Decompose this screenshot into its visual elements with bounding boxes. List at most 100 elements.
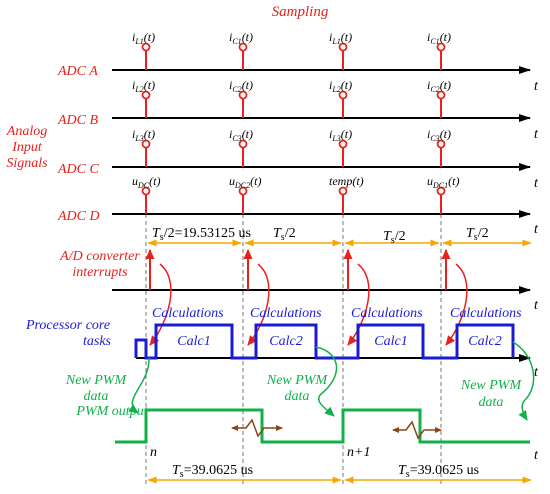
calculations-labels: Calculations Calculations Calculations C…: [152, 306, 522, 321]
axis-t-label: t: [534, 176, 539, 191]
axis-t-label: t: [534, 127, 539, 142]
period-rest: /2: [395, 229, 406, 244]
axis-t-labels: t t t t t t t: [534, 79, 539, 463]
new-pwm-label-2: New PWM: [266, 373, 329, 388]
sample-head: [238, 90, 248, 100]
sample-label-base: i: [229, 127, 232, 141]
half-period-label-4: Ts/2: [466, 226, 489, 243]
sample-label-arg: (t): [440, 127, 451, 141]
sample-label-sub: DC2: [234, 181, 250, 190]
period-symbol: T: [152, 226, 161, 241]
period-symbol: T: [398, 463, 407, 478]
sample-label-sub: C3: [232, 134, 241, 143]
processor-tasks-trace: [134, 323, 515, 360]
axis-t-label: t: [534, 365, 539, 380]
sample-head: [436, 186, 446, 196]
sample-head: [436, 139, 446, 149]
sample-stems: [141, 42, 446, 214]
sample-guide-lines: [145, 214, 442, 485]
sample-label: uDC2(t): [229, 174, 261, 190]
sample-head: [238, 42, 248, 52]
interrupt-curve-4: [445, 263, 468, 346]
sample-label-base: i: [229, 78, 232, 92]
axis-t-label: t: [534, 79, 539, 94]
label-pwm-output: PWM output: [75, 404, 148, 419]
sample-label-sub: C1: [430, 37, 439, 46]
sample-label-base: u: [132, 174, 138, 188]
sample-label: iC3(t): [229, 127, 253, 143]
half-period-label-first: Ts/2=19.53125 us: [152, 226, 251, 243]
new-pwm-labels: New PWM data New PWM data New PWM data: [65, 373, 523, 410]
period-index-labels: n n+1: [150, 445, 370, 460]
sample-head: [238, 139, 248, 149]
sample-head: [338, 90, 348, 100]
row-labels-blue: Processor core tasks: [25, 318, 112, 349]
task-calc2: Calc2: [468, 334, 501, 349]
sample-label-sub: L1: [134, 37, 143, 46]
calculations-label-3: Calculations: [351, 306, 423, 321]
sample-label-sub: C2: [232, 85, 241, 94]
period-rest: =39.0625 us: [410, 463, 479, 478]
new-pwm-data-1: data: [84, 389, 109, 404]
jitter-arrow-2: [392, 420, 442, 440]
label-proc-1: Processor core: [25, 318, 110, 333]
sample-label: iL1(t): [329, 30, 352, 46]
sample-label-arg: (t): [250, 174, 261, 188]
period-symbol: T: [466, 226, 475, 241]
sample-label-arg: (t): [242, 78, 253, 92]
sample-label-arg: (t): [144, 127, 155, 141]
sample-head: [141, 42, 151, 52]
period-n1-label: n+1: [347, 445, 370, 460]
sample-label-base: i: [132, 30, 135, 44]
sample-label: iL1(t): [132, 30, 155, 46]
period-labels: Ts/2=19.53125 us Ts/2 Ts/2 Ts/2 Ts=39.06…: [152, 226, 489, 480]
sample-label-sub: L2: [134, 85, 143, 94]
sample-head: [141, 186, 151, 196]
sample-label-arg: (t): [144, 30, 155, 44]
period-rest: /2: [478, 226, 489, 241]
sample-label-arg: (t): [440, 30, 451, 44]
period-subscript: s: [391, 235, 395, 246]
label-analog-1: Analog: [6, 124, 47, 139]
label-adc-c: ADC C: [57, 162, 100, 177]
sample-head: [338, 186, 348, 196]
sample-label-base: u: [229, 174, 235, 188]
sample-label: iC1(t): [427, 30, 451, 46]
sample-label-arg: (t): [440, 78, 451, 92]
calculations-label-4: Calculations: [450, 306, 522, 321]
new-pwm-arrows: [128, 341, 535, 421]
new-pwm-label-1: New PWM: [65, 373, 128, 388]
sample-label-arg: (t): [448, 174, 459, 188]
sample-label-sub: C1: [232, 37, 241, 46]
sample-label-base: u: [427, 174, 433, 188]
sample-label: uDC(t): [132, 174, 160, 190]
pwm-trace: [115, 408, 530, 444]
sample-label-arg: (t): [242, 127, 253, 141]
label-adc-a: ADC A: [57, 64, 98, 79]
interrupt-curve-2: [247, 263, 270, 346]
pwm-jitter-arrows: [231, 418, 442, 440]
task-calc1: Calc1: [177, 334, 210, 349]
sample-head: [338, 139, 348, 149]
sample-label-arg: (t): [352, 174, 363, 188]
sample-label-base: i: [329, 78, 332, 92]
sample-label-base: i: [229, 30, 232, 44]
calculations-label-1: Calculations: [152, 306, 224, 321]
period-symbol: T: [383, 229, 392, 244]
sample-head: [141, 139, 151, 149]
sample-label: iL3(t): [329, 127, 352, 143]
half-period-label-3: Ts/2: [383, 229, 406, 246]
sample-head: [238, 186, 248, 196]
label-analog-2: Input: [11, 140, 43, 155]
period-rest: /2=19.53125 us: [164, 226, 251, 241]
new-pwm-arrow-3: [512, 341, 535, 421]
sample-label-sub: C2: [430, 85, 439, 94]
period-symbol: T: [172, 463, 181, 478]
sample-label: iL2(t): [329, 78, 352, 94]
sample-label-base: i: [427, 78, 430, 92]
diagram-title: Sampling: [272, 4, 329, 20]
interrupt-curve-3: [347, 263, 370, 346]
sample-label-arg: (t): [341, 78, 352, 92]
sample-label-sub: C3: [430, 134, 439, 143]
